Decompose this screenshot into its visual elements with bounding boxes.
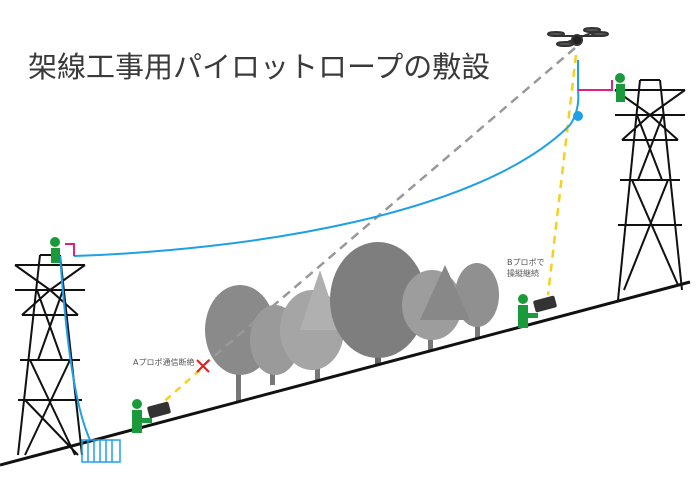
operator-a <box>132 399 171 433</box>
right-link <box>578 80 613 91</box>
label-a-signal-lost: Aプロポ通信断絶 <box>133 358 195 367</box>
operator-b <box>518 294 557 328</box>
pilot-rope <box>73 60 580 257</box>
worker-on-left-tower <box>50 237 60 263</box>
label-b-line1: Bプロポで <box>507 258 545 267</box>
signal-lost-cross-icon <box>196 359 210 373</box>
left-link <box>65 243 75 256</box>
rope-pulley <box>573 111 583 121</box>
left-transmission-tower <box>14 254 86 456</box>
signal-a-path <box>159 369 201 406</box>
right-transmission-tower <box>614 79 686 301</box>
rope-reel <box>81 439 121 463</box>
rope-feed <box>59 255 91 441</box>
controller-a-icon <box>147 401 171 419</box>
forest <box>205 242 499 402</box>
signal-b-path <box>546 54 578 296</box>
label-b-line2: 操縦継続 <box>507 269 539 278</box>
ground-slope <box>0 280 691 467</box>
drone-icon <box>547 27 609 47</box>
controller-b-icon <box>533 295 557 313</box>
lost-signal-path <box>204 47 576 365</box>
worker-on-right-tower <box>615 73 625 102</box>
page-title: 架線工事用パイロットロープの敷設 <box>28 50 491 84</box>
